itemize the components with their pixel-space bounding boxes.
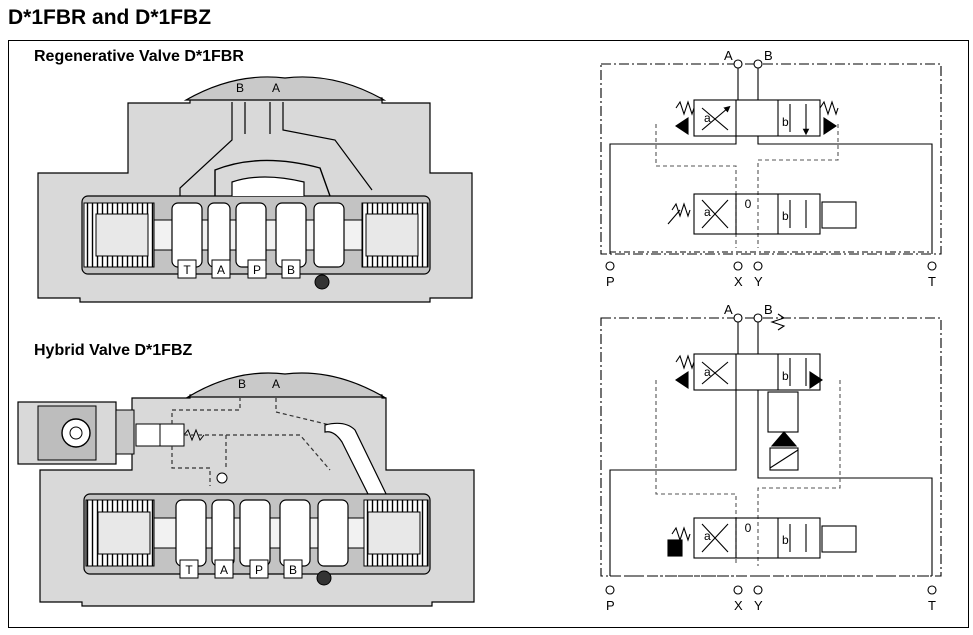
top-port-label-b-hybrid: B: [238, 377, 246, 391]
section-title-hybrid: Hybrid Valve D*1FBZ: [34, 342, 193, 359]
spool-port-label-b-hybrid: B: [289, 563, 297, 577]
spool-port-label-a-hybrid: A: [220, 563, 228, 577]
schematic-hybrid: a b a b 0 P X Y T A B: [600, 302, 942, 613]
spool-port-label-t-hybrid: T: [185, 563, 193, 577]
cross-section-regenerative: T A P B B A: [37, 76, 473, 303]
schematic2-pilot-position-a: a: [704, 529, 711, 543]
top-port-label-b: B: [236, 81, 244, 95]
spool-port-label-b: B: [287, 263, 295, 277]
schematic1-position-b: b: [782, 115, 789, 129]
schematic1-port-a: A: [724, 48, 733, 63]
schematic2-port-t: T: [928, 598, 936, 613]
spool-port-label-p: P: [253, 263, 261, 277]
page-title: D*1FBR and D*1FBZ: [8, 6, 212, 29]
schematic-regenerative: a b a b 0 P X Y T A B: [600, 48, 942, 289]
schematic1-port-x: X: [734, 274, 743, 289]
schematic2-position-b: b: [782, 369, 789, 383]
spool-port-label-a: A: [217, 263, 225, 277]
figure-frame: [8, 40, 969, 628]
spool-port-label-t: T: [183, 263, 191, 277]
cross-section-hybrid: T A P B B A: [17, 372, 475, 607]
schematic1-port-y: Y: [754, 274, 763, 289]
schematic1-position-a: a: [704, 111, 711, 125]
schematic2-port-p: P: [606, 598, 615, 613]
section-title-regenerative: Regenerative Valve D*1FBR: [34, 48, 244, 65]
schematic1-port-t: T: [928, 274, 936, 289]
schematic2-pilot-position-b: b: [782, 533, 789, 547]
schematic1-pilot-position-a: a: [704, 205, 711, 219]
schematic2-position-a: a: [704, 365, 711, 379]
schematic2-port-a: A: [724, 302, 733, 317]
top-port-label-a: A: [272, 81, 280, 95]
schematic1-port-b: B: [764, 48, 773, 63]
schematic2-port-x: X: [734, 598, 743, 613]
top-port-label-a-hybrid: A: [272, 377, 280, 391]
schematic1-center-0: 0: [745, 197, 752, 211]
schematic2-port-b: B: [764, 302, 773, 317]
schematic1-port-p: P: [606, 274, 615, 289]
schematic2-center-0: 0: [745, 521, 752, 535]
schematic1-pilot-position-b: b: [782, 209, 789, 223]
spool-port-label-p-hybrid: P: [255, 563, 263, 577]
schematic2-port-y: Y: [754, 598, 763, 613]
